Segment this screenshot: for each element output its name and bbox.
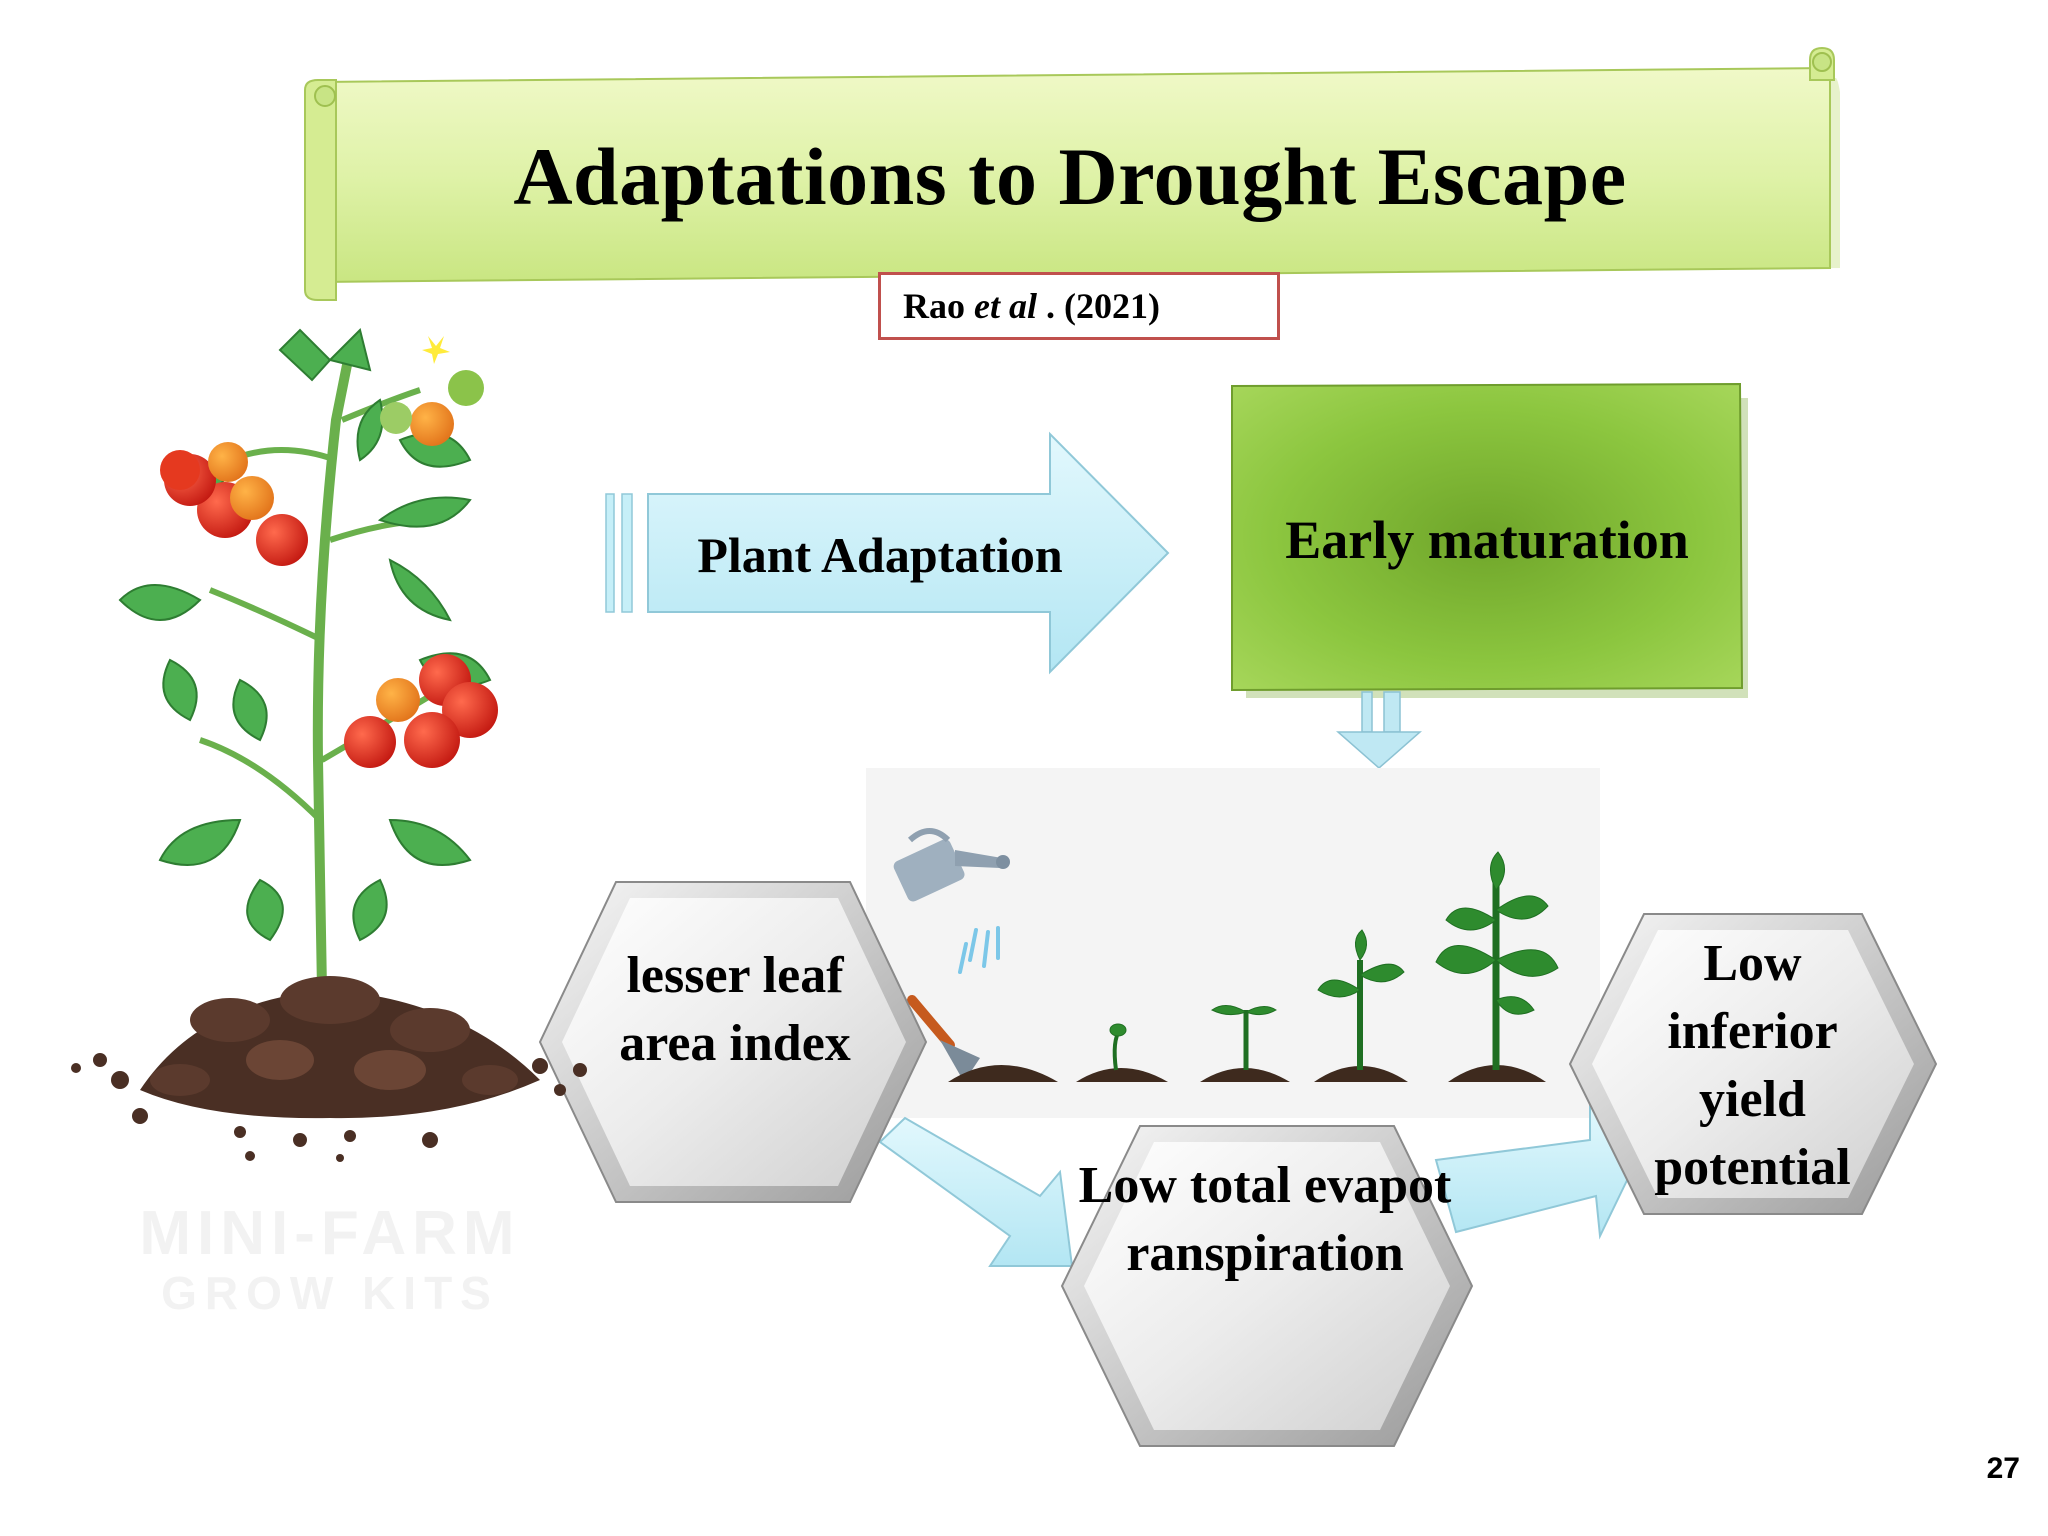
soil-icon <box>71 976 587 1162</box>
watermark-line2: GROW KITS <box>161 1267 499 1320</box>
citation-box: Rao et al . (2021) <box>878 272 1280 340</box>
hexagon-bottom <box>1060 1125 1474 1447</box>
down-arrow <box>1336 691 1422 769</box>
evapotranspiration-label: Low total evapotranspiration <box>1078 1157 1452 1282</box>
arrow-to-yield <box>1434 1100 1634 1240</box>
page-number: 27 <box>1986 1452 2020 1485</box>
seedling-icon <box>1109 851 1559 1071</box>
tomato-plant-icon <box>118 328 498 995</box>
plant-adaptation-label: Plant Adaptation <box>697 527 1063 583</box>
title-banner <box>304 46 1840 301</box>
logo-watermark: MINI-FARM GROW KITS <box>120 1199 540 1320</box>
citation-year: . (2021) <box>1045 286 1160 326</box>
leaf-area-index-label: lesser leaf area index <box>619 947 851 1072</box>
slide-title: Adaptations to Drought Escape <box>513 131 1627 222</box>
hexagon-left <box>538 881 928 1203</box>
hexagon-right <box>1568 913 1938 1215</box>
watering-can-icon <box>893 828 1010 974</box>
yield-potential-label: Low inferior yield potential <box>1654 935 1851 1196</box>
seedling-growth-panel <box>866 768 1600 1118</box>
arrow-to-evapotranspiration <box>878 1116 1074 1267</box>
plant-adaptation-arrow <box>605 431 1170 675</box>
citation-authors: Rao <box>903 286 965 326</box>
early-maturation-label: Early maturation <box>1285 510 1689 570</box>
watermark-line1: MINI-FARM <box>139 1199 521 1268</box>
citation-etal: et al <box>974 286 1037 326</box>
early-maturation-box <box>1231 382 1748 698</box>
